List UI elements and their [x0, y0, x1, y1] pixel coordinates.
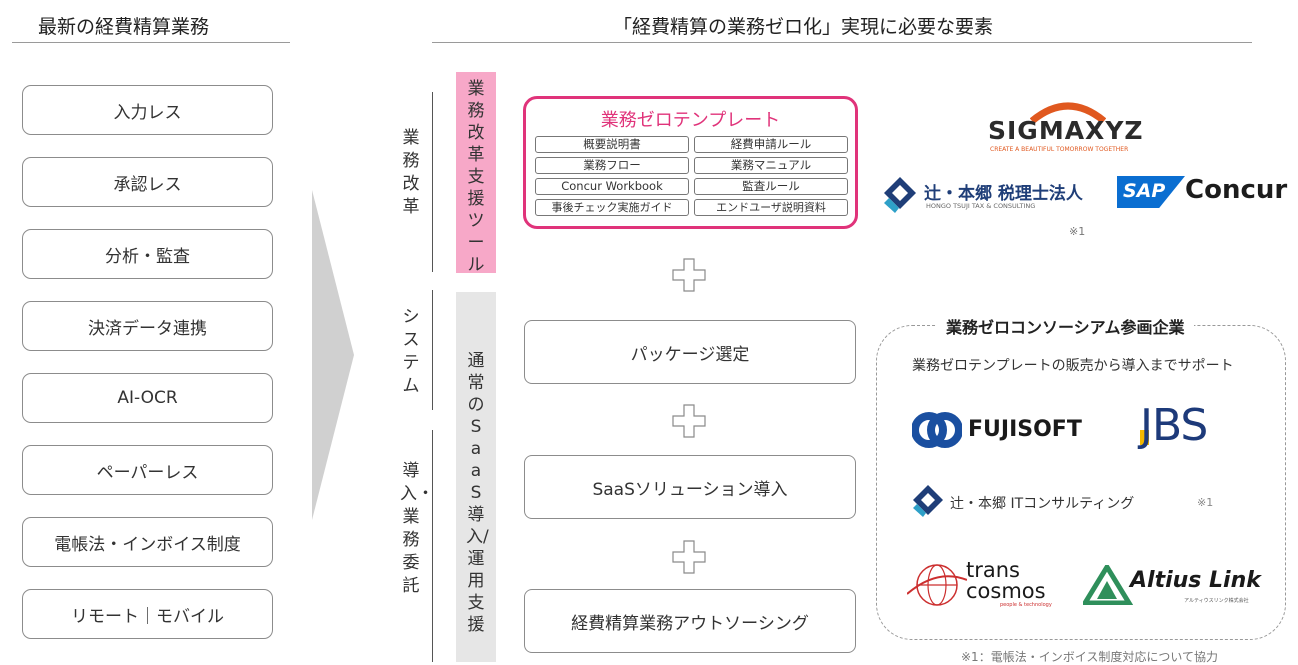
- feature-payment-data: 決済データ連携: [22, 301, 273, 351]
- hongo-it-logo-icon: [913, 485, 943, 517]
- feature-analysis-audit: 分析・監査: [22, 229, 273, 279]
- template-cell: 業務マニュアル: [694, 157, 848, 174]
- altius-sub: アルティウスリンク株式会社: [1184, 598, 1249, 604]
- note-marker: ※1: [1069, 225, 1086, 238]
- concur-logo: Concur: [1185, 175, 1288, 205]
- category-business-reform: 業務改革: [402, 128, 420, 217]
- saas-support-label: 通常のSaaS導入/運用支援: [466, 351, 489, 635]
- category-line-reform: [432, 92, 433, 272]
- sap-logo-text: SAP: [1123, 180, 1166, 202]
- sigmaxyz-logo: SIGMAXYZ: [988, 116, 1144, 145]
- feature-approval-less: 承認レス: [22, 157, 273, 207]
- jbs-logo: JBS: [1140, 400, 1208, 451]
- right-heading: 「経費精算の業務ゼロ化」実現に必要な要素: [613, 16, 994, 38]
- template-cell: 監査ルール: [694, 178, 848, 195]
- template-cell: 経費申請ルール: [694, 136, 848, 153]
- hongo-tax-name: 辻・本郷 税理士法人: [924, 184, 1083, 204]
- plus-icon: [672, 258, 706, 292]
- fujisoft-logo-icon: [912, 412, 962, 448]
- category-implementation: 導入・業務委託: [400, 461, 434, 596]
- template-box: [523, 96, 858, 229]
- sigmaxyz-tagline: CREATE A BEAUTIFUL TOMORROW TOGETHER: [990, 146, 1129, 153]
- category-line-implementation: [432, 430, 433, 662]
- step-package-selection: パッケージ選定: [524, 320, 856, 384]
- transcosmos-tagline: people & technology: [1000, 602, 1052, 608]
- hongo-logo-icon: [884, 177, 916, 213]
- plus-icon: [672, 540, 706, 574]
- transcosmos-globe-icon: [907, 564, 967, 606]
- reform-tool-label: 業務改革支援ツール: [467, 79, 485, 275]
- template-cell: 業務フロー: [535, 157, 689, 174]
- consortium-subtitle: 業務ゼロテンプレートの販売から導入までサポート: [912, 358, 1234, 374]
- fujisoft-logo: FUJISOFT: [968, 417, 1082, 442]
- feature-input-less: 入力レス: [22, 85, 273, 135]
- template-title: 業務ゼロテンプレート: [600, 110, 781, 131]
- saas-support-bar: 通常のSaaS導入/運用支援: [456, 292, 496, 662]
- reform-tool-bar: 業務改革支援ツール: [456, 72, 496, 275]
- flow-arrow: [312, 190, 354, 520]
- category-system: システム: [402, 307, 420, 396]
- footnote: ※1：電帳法・インボイス制度対応について協力: [961, 650, 1218, 664]
- feature-remote-mobile: リモート｜モバイル: [22, 589, 273, 639]
- hongo-it-name: 辻・本郷 ITコンサルティング: [950, 496, 1135, 512]
- left-heading: 最新の経費精算業務: [38, 16, 210, 38]
- category-line-system: [432, 290, 433, 410]
- step-saas-implementation: SaaSソリューション導入: [524, 455, 856, 519]
- hongo-it-note: ※1: [1197, 496, 1214, 509]
- template-cell: 事後チェック実施ガイド: [535, 199, 689, 216]
- altius-logo: Altius Link: [1130, 568, 1261, 593]
- jbs-logo-mark: [1140, 430, 1149, 445]
- sigmaxyz-arc-icon: [1030, 102, 1106, 123]
- step-outsourcing: 経費精算業務アウトソーシング: [524, 589, 856, 653]
- template-cell: Concur Workbook: [535, 178, 689, 195]
- template-cell: 概要説明書: [535, 136, 689, 153]
- transcosmos-logo-line2: cosmos: [966, 579, 1046, 603]
- transcosmos-logo-line1: trans: [966, 558, 1020, 582]
- consortium-title: 業務ゼロコンソーシアム参画企業: [937, 314, 1194, 338]
- template-cell: エンドユーザ説明資料: [694, 199, 848, 216]
- feature-e-book-invoice: 電帳法・インボイス制度: [22, 517, 273, 567]
- hongo-tax-sub: HONGO TSUJI TAX & CONSULTING: [926, 202, 1036, 210]
- sap-logo: SAP: [1117, 176, 1185, 208]
- altius-logo-icon: [1083, 565, 1133, 605]
- feature-paperless: ペーパーレス: [22, 445, 273, 495]
- plus-icon: [672, 404, 706, 438]
- feature-ai-ocr: AI-OCR: [22, 373, 273, 423]
- right-heading-rule: [432, 42, 1252, 43]
- left-heading-rule: [12, 42, 290, 43]
